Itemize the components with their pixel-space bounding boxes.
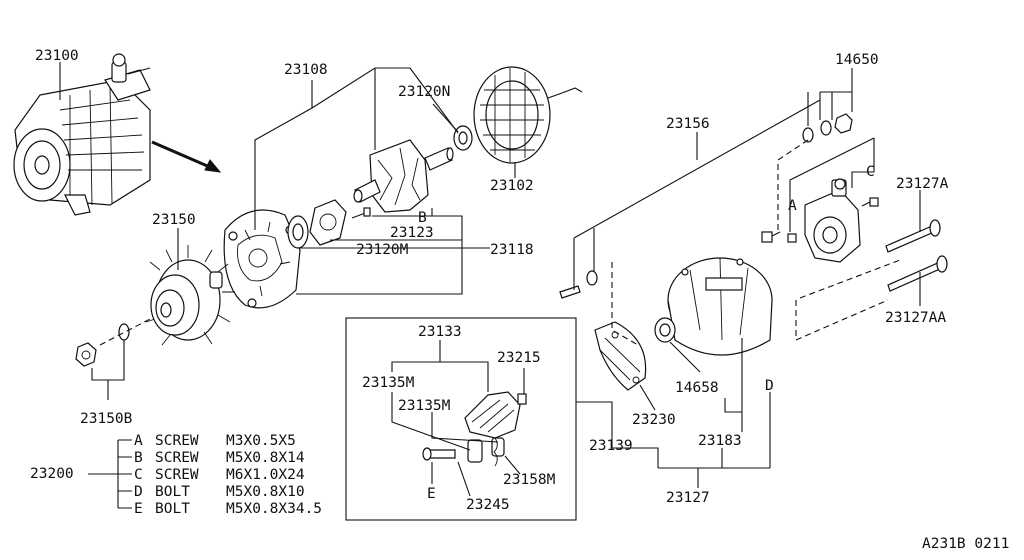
label-23123: 23123 xyxy=(390,225,434,241)
legend-size-c: M6X1.0X24 xyxy=(226,467,305,483)
brush-holder-inset xyxy=(345,317,577,521)
legend-letter-e: E xyxy=(134,501,143,517)
legend-letter-c: C xyxy=(134,467,143,483)
part-number-labels: 23100 23108 23120N 23102 14650 23156 231… xyxy=(30,48,949,513)
through-bolts-drawing xyxy=(885,219,948,292)
retainer-plate-drawing xyxy=(309,199,347,246)
label-23133: 23133 xyxy=(418,324,462,340)
legend-type-b: SCREW xyxy=(155,450,199,466)
rear-cover-drawing xyxy=(667,257,773,356)
label-23200: 23200 xyxy=(30,466,74,482)
label-14650: 14650 xyxy=(835,52,879,68)
callout-b: B xyxy=(418,210,427,226)
legend-type-c: SCREW xyxy=(155,467,199,483)
vacuum-pump-fasteners-drawing xyxy=(802,113,853,143)
legend-type-e: BOLT xyxy=(155,501,190,517)
label-23108: 23108 xyxy=(284,62,328,78)
fastener-legend: A SCREW M3X0.5X5 B SCREW M5X0.8X14 C SCR… xyxy=(134,433,322,517)
callout-letters: A B C D E xyxy=(418,164,875,502)
label-23158M: 23158M xyxy=(503,472,556,488)
oil-seal-drawing xyxy=(654,317,676,343)
label-23127AA: 23127AA xyxy=(885,310,946,326)
label-23100: 23100 xyxy=(35,48,79,64)
label-23118: 23118 xyxy=(490,242,534,258)
diagram-code: A231B 0211 xyxy=(922,536,1009,552)
label-23135M-lower: 23135M xyxy=(398,398,451,414)
label-23215: 23215 xyxy=(497,350,541,366)
pulley-nut-washer-drawing xyxy=(75,317,153,367)
label-23127: 23127 xyxy=(666,490,710,506)
legend-size-a: M3X0.5X5 xyxy=(226,433,296,449)
alternator-assembly-drawing xyxy=(13,53,151,216)
spacer-drawing xyxy=(209,271,223,289)
legend-size-b: M5X0.8X14 xyxy=(226,450,305,466)
front-bearing-drawing xyxy=(287,215,309,249)
label-23135M-upper: 23135M xyxy=(362,375,415,391)
label-23102: 23102 xyxy=(490,178,534,194)
leader-lines xyxy=(59,62,921,509)
pulley-fan-drawing xyxy=(145,245,235,346)
screw-a-c-drawing xyxy=(787,197,879,243)
label-23156: 23156 xyxy=(666,116,710,132)
bolt-d-drawing xyxy=(559,231,781,299)
label-23120M: 23120M xyxy=(356,242,409,258)
callout-c: C xyxy=(866,164,875,180)
screw-b-drawing xyxy=(351,207,371,219)
label-23150B: 23150B xyxy=(80,411,133,427)
rotor-drawing xyxy=(353,139,454,213)
label-23139: 23139 xyxy=(589,438,633,454)
label-23120N: 23120N xyxy=(398,84,450,100)
label-23230: 23230 xyxy=(632,412,676,428)
stator-drawing xyxy=(473,66,583,164)
legend-letter-b: B xyxy=(134,450,143,466)
label-23127A: 23127A xyxy=(896,176,949,192)
vacuum-pump-drawing xyxy=(804,178,861,263)
callout-d: D xyxy=(765,378,774,394)
rear-bearing-drawing xyxy=(453,125,473,151)
legend-size-e: M5X0.8X34.5 xyxy=(226,501,322,517)
callout-a: A xyxy=(788,198,797,214)
callout-e: E xyxy=(427,486,436,502)
legend-type-a: SCREW xyxy=(155,433,199,449)
front-housing-drawing xyxy=(223,209,301,309)
rectifier-plate-drawing xyxy=(594,321,647,391)
legend-letter-a: A xyxy=(134,433,143,449)
label-23150: 23150 xyxy=(152,212,196,228)
label-23183: 23183 xyxy=(698,433,742,449)
legend-letter-d: D xyxy=(134,484,143,500)
label-23245: 23245 xyxy=(466,497,510,513)
legend-size-d: M5X0.8X10 xyxy=(226,484,305,500)
direction-arrow xyxy=(151,140,222,173)
legend-type-d: BOLT xyxy=(155,484,190,500)
label-14658: 14658 xyxy=(675,380,719,396)
